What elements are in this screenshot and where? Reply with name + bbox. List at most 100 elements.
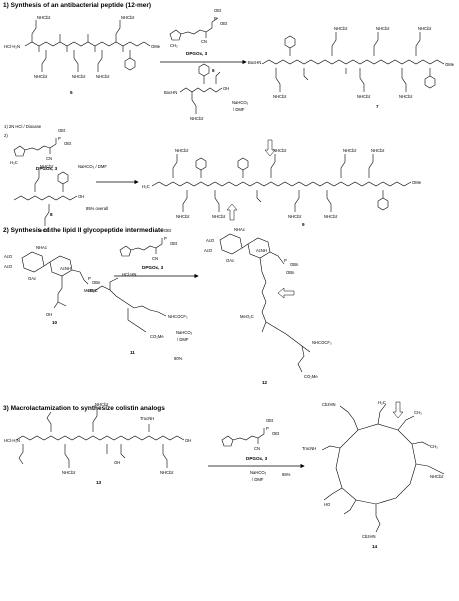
obn-label: OBn: [290, 262, 299, 267]
methyl-label: H₃C: [378, 400, 386, 405]
amine-salt-label: HCl·HN: [122, 272, 136, 277]
dpgox-structure: [119, 238, 163, 257]
oet-label: OEt: [272, 431, 280, 436]
cbz-amine-label: CbzHN: [362, 534, 376, 539]
nhcbz-label: NHCbz: [72, 74, 86, 79]
ligation-site-arrow: [277, 287, 295, 299]
troc-amine-label: TrocNH: [302, 446, 316, 451]
acetoxy-label: AcO: [4, 254, 13, 259]
ligation-site-arrow: [226, 203, 238, 221]
coupling-step-label: 2): [4, 133, 8, 138]
nhcbz-label: NHCbz: [96, 74, 110, 79]
section-2-heading: 2) Synthesis of the lipid II glycopeptid…: [3, 227, 164, 234]
compound-14-label: 14: [372, 544, 378, 549]
yield-label: 65%: [282, 472, 291, 477]
dpgox-label: DPGOx, 3: [186, 51, 208, 56]
oet-label: OEt: [220, 21, 228, 26]
phosphorus-label: P: [284, 258, 287, 263]
acetoxy-label: OAc: [28, 276, 36, 281]
hydroxy-label: OH: [114, 460, 120, 465]
compound-10-label: 10: [52, 320, 58, 325]
section-1-heading: 1) Synthesis of an antibacterial peptide…: [3, 2, 152, 9]
nhcbz-label: NHCbz: [430, 474, 444, 479]
acid-label: OH: [223, 86, 229, 91]
acetoxy-label: AcO: [206, 238, 215, 243]
methyl-label: CH₃: [414, 410, 422, 415]
acetoxy-label: OAc: [226, 258, 234, 263]
acid-label: OH: [78, 194, 84, 199]
phosphorus-label: P: [58, 136, 61, 141]
nhcbz-label: NHCbz: [38, 228, 52, 233]
phosphorus-label: P: [164, 236, 167, 241]
dpgox-structure: [221, 428, 265, 447]
yield-label: 90%: [174, 356, 183, 361]
methyl-ester-label: MeO₂C: [84, 288, 98, 293]
dpgox-structure: [13, 138, 57, 157]
nhcbz-label: NHCbz: [175, 148, 189, 153]
nhcbz-label: NHCbz: [40, 164, 54, 169]
nhcbz-label: NHCbz: [95, 402, 109, 407]
methyl-ester-label: MeO₂C: [240, 314, 254, 319]
nitrile-label: CN: [201, 39, 207, 44]
hydroxy-label: HO: [324, 502, 331, 507]
nhcbz-label: NHCbz: [324, 214, 338, 219]
acnh-label: AcNH: [60, 266, 71, 271]
acnh-label: AcNH: [256, 248, 267, 253]
compound-11-label: 11: [130, 350, 135, 355]
dpgox-label: DPGOx, 3: [142, 265, 164, 270]
dpgox-structure: [169, 17, 219, 41]
methyl-ester-label: OMe: [445, 62, 455, 67]
nahco3-label: NaHCO₃: [250, 470, 267, 475]
methyl-label: H₃C: [10, 160, 18, 165]
dmf-label: / DMF: [233, 107, 245, 112]
compound-8-label: 8: [50, 212, 53, 217]
acetoxy-label: AcO: [4, 264, 13, 269]
nahco3-label: NaHCO₃: [232, 100, 249, 105]
nhcbz-label: NHCbz: [418, 26, 432, 31]
ligation-site-arrow: [392, 401, 404, 419]
compound-11-structure: [95, 277, 167, 333]
nhcbz-label: NHCbz: [62, 470, 76, 475]
nitrile-label: CN: [46, 156, 52, 161]
nhcbz-label: NHCbz: [160, 470, 174, 475]
methyl-ester-label: CO₂Me: [150, 334, 164, 339]
nitrile-label: CN: [152, 256, 158, 261]
section-3-heading: 3) Macrolactamization to synthesize coli…: [3, 405, 165, 412]
nhcbz-label: NHCbz: [212, 214, 226, 219]
oet-label: OEt: [266, 418, 274, 423]
nhcbz-label: NHCbz: [176, 214, 190, 219]
dmf-label: / DMF: [177, 337, 189, 342]
phosphorus-label: P: [266, 426, 269, 431]
nahco3-label: NaHCO₃: [176, 330, 193, 335]
methyl-label: CH₃: [430, 444, 438, 449]
nhcbz-label: NHCbz: [273, 94, 287, 99]
compound-5-label: 5: [70, 90, 73, 95]
acetyl-label: H₃C: [142, 184, 150, 189]
nhcbz-label: NHCbz: [288, 214, 302, 219]
obn-label: OBn: [88, 288, 97, 293]
dpgox-label: DPGOx, 3: [36, 166, 58, 171]
compound-5-structure: [24, 20, 151, 72]
nhcbz-label: NHCbz: [399, 94, 413, 99]
amine-salt-label: HCl·H₂N: [4, 438, 20, 443]
methyl-ester-label: CO₂Me: [304, 374, 318, 379]
compound-6-structure: [179, 63, 223, 114]
compound-10-structure: [21, 251, 89, 309]
compound-14-structure: [321, 403, 445, 533]
dmf-label: / DMF: [252, 477, 264, 482]
methyl-label: CH₃: [170, 43, 178, 48]
acid-label: OH: [46, 312, 52, 317]
methyl-ester-label: OMe: [412, 180, 422, 185]
compound-13-label: 13: [96, 480, 102, 485]
nhcbz-label: NHCbz: [371, 148, 385, 153]
nhcbz-label: NHCbz: [343, 148, 357, 153]
compound-12-structure: [219, 233, 311, 373]
nhcbz-label: NHCbz: [121, 15, 135, 20]
boc-amine-label: BocHN: [248, 60, 261, 65]
compound-7-label: 7: [376, 104, 379, 109]
acid-label: OH: [185, 438, 191, 443]
amine-salt-label: HCl·H₂N: [4, 44, 20, 49]
cbz-amine-label: CbzHN: [322, 402, 336, 407]
